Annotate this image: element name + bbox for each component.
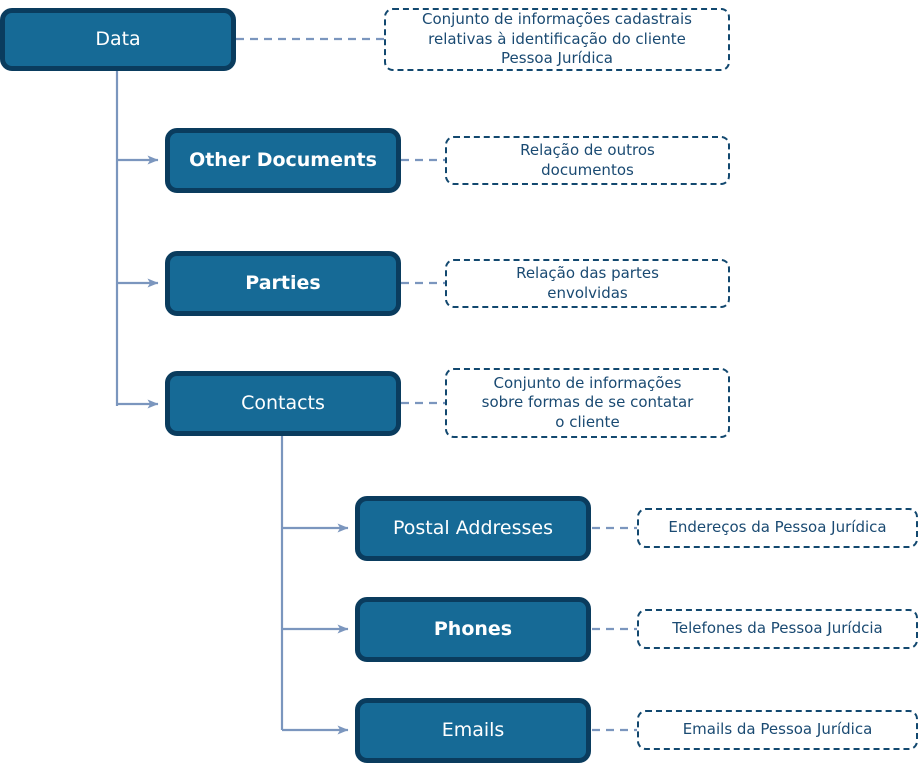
node-emails-label: Emails — [441, 718, 505, 741]
node-data[interactable]: Data — [0, 8, 236, 71]
node-phones-label: Phones — [433, 617, 513, 640]
node-postal-addresses[interactable]: Postal Addresses — [355, 496, 591, 561]
node-contacts-label: Contacts — [241, 391, 325, 414]
node-other-documents-label: Other Documents — [189, 148, 377, 171]
note-postal-addresses: Endereços da Pessoa Jurídica — [637, 508, 918, 548]
node-other-documents[interactable]: Other Documents — [165, 128, 401, 193]
note-phones: Telefones da Pessoa Jurídcia — [637, 609, 918, 649]
note-phones-text: Telefones da Pessoa Jurídcia — [672, 619, 883, 638]
node-parties-label: Parties — [245, 271, 321, 294]
node-emails[interactable]: Emails — [355, 698, 591, 763]
note-emails-text: Emails da Pessoa Jurídica — [682, 720, 873, 739]
node-phones[interactable]: Phones — [355, 597, 591, 662]
note-postal-addresses-text: Endereços da Pessoa Jurídica — [668, 518, 887, 537]
node-data-label: Data — [95, 27, 141, 50]
node-contacts[interactable]: Contacts — [165, 371, 401, 436]
node-parties[interactable]: Parties — [165, 251, 401, 316]
node-postal-addresses-label: Postal Addresses — [393, 516, 553, 539]
note-emails: Emails da Pessoa Jurídica — [637, 710, 918, 750]
